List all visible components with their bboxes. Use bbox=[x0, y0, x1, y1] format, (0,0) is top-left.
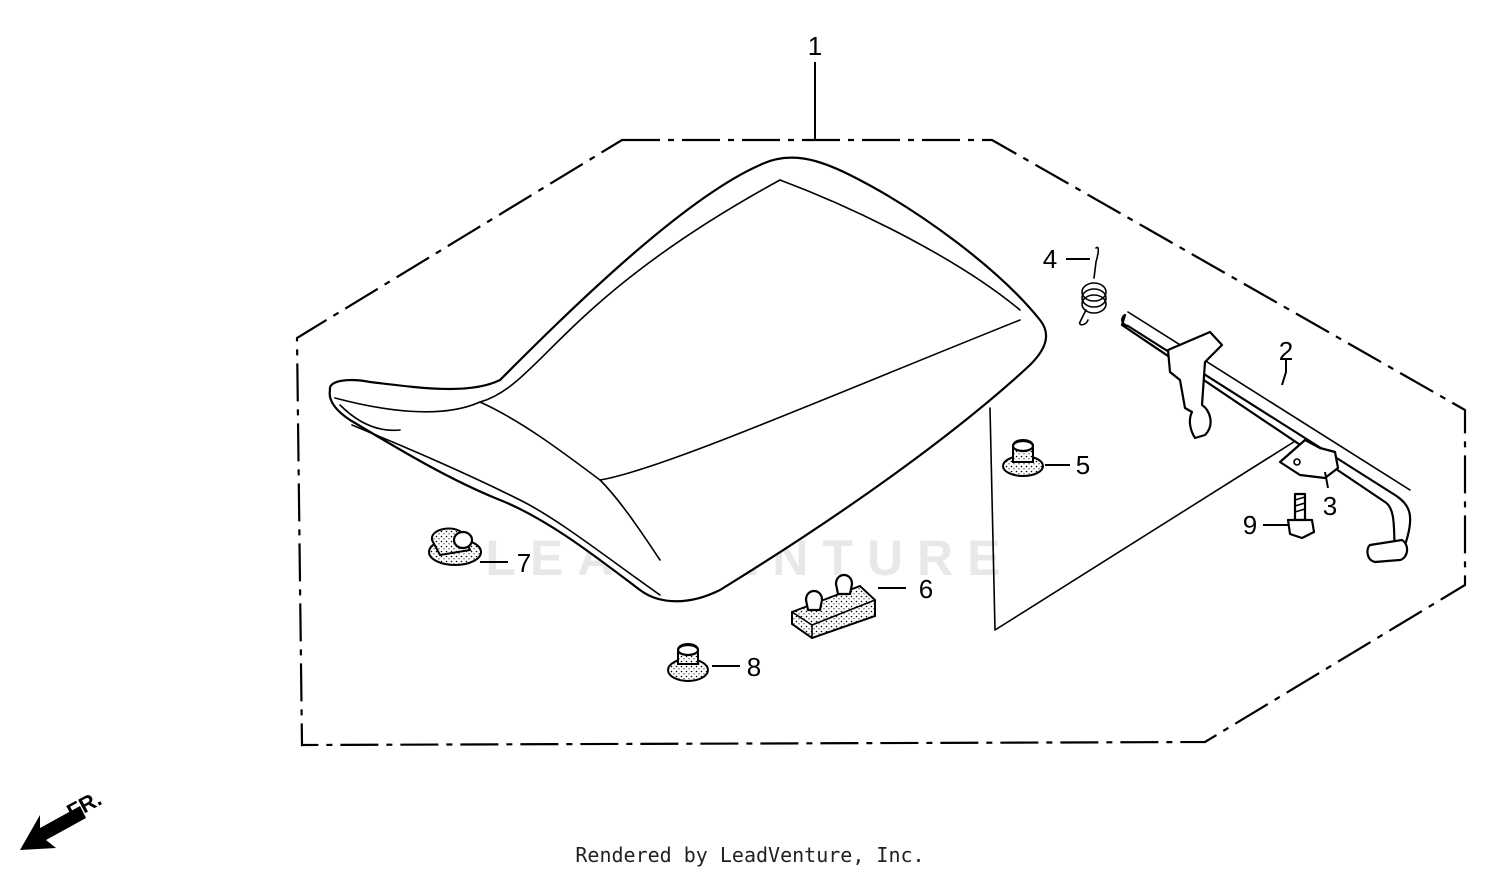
leader-2 bbox=[1281, 360, 1287, 386]
latch-rod bbox=[1120, 311, 1412, 564]
label-part-3: 3 bbox=[1323, 491, 1337, 521]
leader-3 bbox=[1324, 471, 1329, 489]
label-part-7: 7 bbox=[517, 548, 531, 578]
front-arrow-icon bbox=[20, 806, 86, 850]
label-part-9: 9 bbox=[1243, 510, 1257, 540]
grommet-8 bbox=[667, 643, 709, 682]
seat-assembly bbox=[328, 156, 1048, 603]
label-part-2: 2 bbox=[1279, 336, 1293, 366]
label-part-5: 5 bbox=[1076, 450, 1090, 480]
block-6 bbox=[791, 573, 876, 640]
cushion-7 bbox=[428, 527, 482, 566]
render-credit: Rendered by LeadVenture, Inc. bbox=[575, 843, 925, 867]
label-part-6: 6 bbox=[919, 574, 933, 604]
label-part-4: 4 bbox=[1043, 244, 1057, 274]
grommet-5 bbox=[1002, 439, 1044, 477]
label-part-8: 8 bbox=[747, 652, 761, 682]
bolt-part bbox=[1286, 492, 1316, 540]
spring-part bbox=[1078, 246, 1107, 326]
clip-part bbox=[1278, 438, 1340, 480]
label-part-1: 1 bbox=[808, 31, 822, 61]
latch-group-outline bbox=[989, 407, 1301, 631]
